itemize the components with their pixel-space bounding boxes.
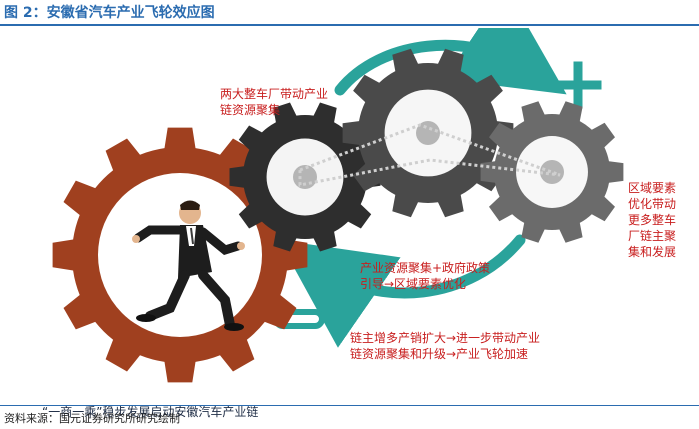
- annotation-line: 引导→区域要素优化: [360, 276, 490, 292]
- source-note: 资料来源：国元证券研究所研究绘制: [4, 410, 180, 426]
- gear-hub: [540, 160, 564, 184]
- annotation-line: 两大整车厂带动产业: [220, 86, 328, 102]
- plus-icon: [559, 66, 597, 104]
- annotation-line: 更多整车: [628, 212, 676, 228]
- flywheel-figure: 两大整车厂带动产业 链资源聚集 区域要素 优化带动 更多整车 厂链主聚 集和发展…: [0, 28, 699, 408]
- annotation-middle: 产业资源聚集+政府政策 引导→区域要素优化: [360, 260, 490, 292]
- annotation-line: 厂链主聚: [628, 228, 676, 244]
- footer-divider: [0, 405, 699, 406]
- annotation-line: 产业资源聚集+政府政策: [360, 260, 490, 276]
- annotation-right: 区域要素 优化带动 更多整车 厂链主聚 集和发展: [628, 180, 676, 260]
- annotation-line: 链资源聚集和升级→产业飞轮加速: [350, 346, 540, 362]
- annotation-line: 集和发展: [628, 244, 676, 260]
- annotation-line: 区域要素: [628, 180, 676, 196]
- annotation-line: 链资源聚集: [220, 102, 328, 118]
- annotation-bottom: 链主增多产销扩大→进一步带动产业 链资源聚集和升级→产业飞轮加速: [350, 330, 540, 362]
- annotation-line: 链主增多产销扩大→进一步带动产业: [350, 330, 540, 346]
- annotation-top: 两大整车厂带动产业 链资源聚集: [220, 86, 328, 118]
- gear-center: [343, 49, 514, 218]
- annotation-line: 优化带动: [628, 196, 676, 212]
- figure-title: 图 2：安徽省汽车产业飞轮效应图: [4, 2, 215, 22]
- title-divider: [0, 24, 699, 26]
